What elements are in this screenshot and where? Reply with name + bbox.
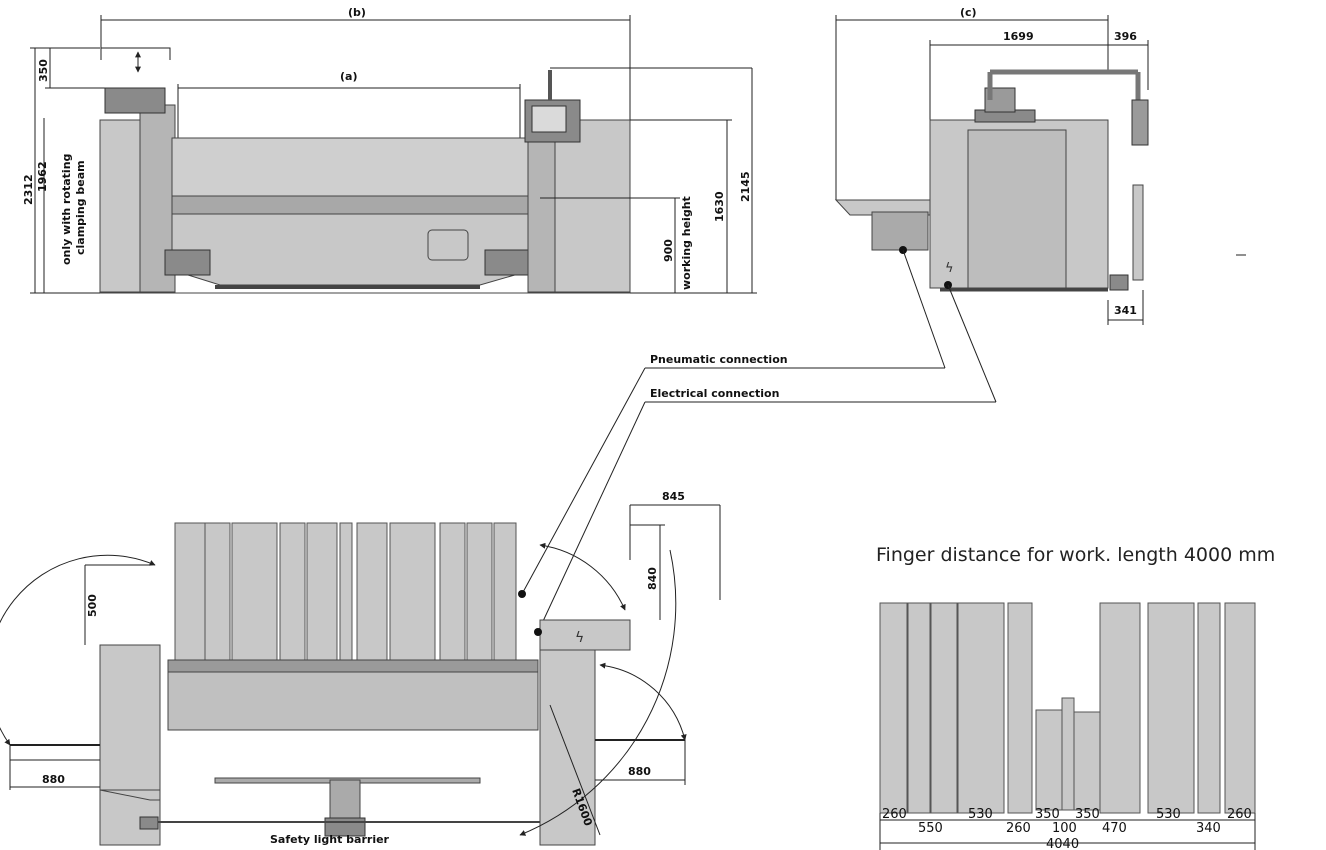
- finger-dim-470: 470: [1102, 821, 1127, 836]
- rotating-beam-note-1: only with rotating: [60, 154, 73, 265]
- finger-detail: Finger distance for work. length 4000 mm…: [876, 544, 1275, 850]
- finger-dim-550: 550: [918, 821, 943, 836]
- dim-1630-label: 1630: [713, 191, 726, 222]
- finger-dim-350-b: 350: [1075, 807, 1100, 822]
- electrical-connection-label: Electrical connection: [650, 387, 779, 400]
- dim-2312-label: 2312: [22, 174, 35, 205]
- dim-880-right-label: 880: [628, 765, 651, 778]
- working-height-label: working height: [680, 196, 693, 290]
- dim-845-label: 845: [662, 490, 685, 503]
- finger-dim-260-a: 260: [882, 807, 907, 822]
- dim-500-label: 500: [86, 594, 99, 617]
- dim-840-label: 840: [646, 567, 659, 590]
- top-view: ϟ Safety light barrier 500 880 845 840: [0, 490, 721, 846]
- safety-light-barrier-label: Safety light barrier: [270, 833, 390, 846]
- electrical-symbol-icon: ϟ: [945, 261, 954, 276]
- dim-2145-label: 2145: [739, 171, 752, 202]
- rotating-beam-note-2: clamping beam: [74, 160, 87, 255]
- finger-dim-340: 340: [1196, 821, 1221, 836]
- dim-341-label: 341: [1114, 304, 1137, 317]
- finger-dim-530-b: 530: [1156, 807, 1181, 822]
- finger-total-4040: 4040: [1046, 837, 1079, 850]
- side-view: (c) 1699 396 ϟ 341: [834, 6, 1246, 325]
- finger-dim-260-b: 260: [1006, 821, 1031, 836]
- dim-b-label: (b): [348, 6, 366, 19]
- dim-1962-label: 1962: [36, 161, 49, 192]
- dim-900-label: 900: [662, 239, 675, 262]
- dim-1699-label: 1699: [1003, 30, 1034, 43]
- finger-dim-530-a: 530: [968, 807, 993, 822]
- dim-880-left-label: 880: [42, 773, 65, 786]
- dim-350-label: 350: [37, 59, 50, 82]
- dim-c-label: (c): [960, 6, 977, 19]
- finger-dim-350-a: 350: [1035, 807, 1060, 822]
- dim-a-label: (a): [340, 70, 357, 83]
- finger-dim-100: 100: [1052, 821, 1077, 836]
- front-view: (b) (a) 350 2312 1962 only with rotating…: [22, 6, 757, 294]
- finger-dim-260-c: 260: [1227, 807, 1252, 822]
- pneumatic-connection-label: Pneumatic connection: [650, 353, 788, 366]
- finger-distance-title: Finger distance for work. length 4000 mm: [876, 544, 1275, 566]
- connection-leaders: Pneumatic connection Electrical connecti…: [521, 249, 997, 633]
- electrical-symbol-top-icon: ϟ: [575, 630, 584, 646]
- dim-396-label: 396: [1114, 30, 1137, 43]
